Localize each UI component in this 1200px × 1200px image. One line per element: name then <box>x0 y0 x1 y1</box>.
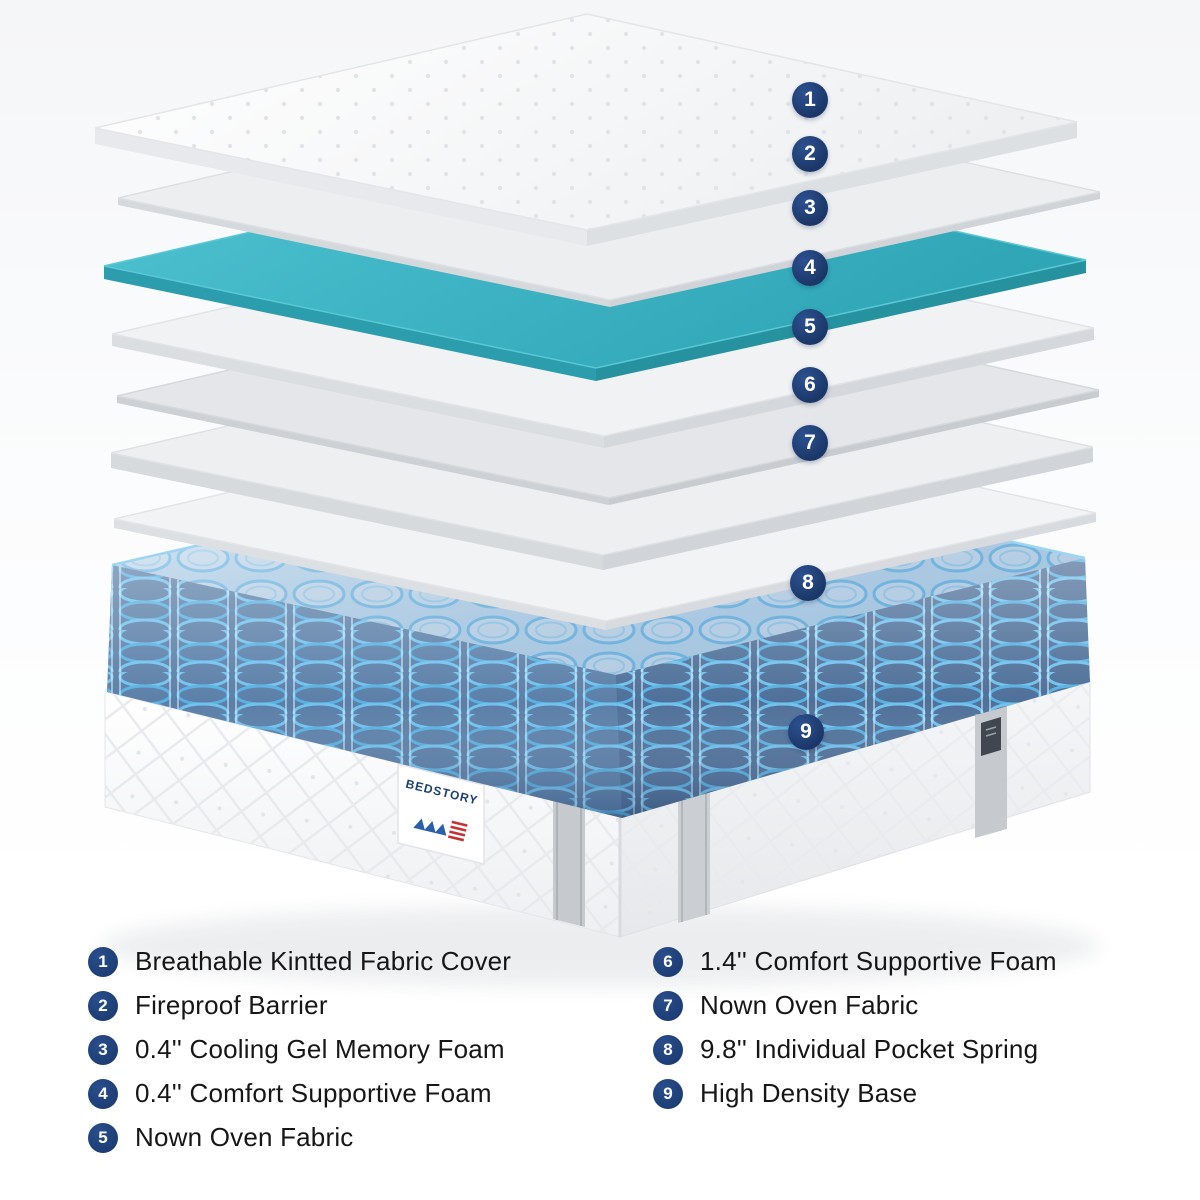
legend-label-2: Fireproof Barrier <box>135 990 328 1020</box>
legend-column-left: 1 Breathable Kintted Fabric Cover 2 Fire… <box>88 946 653 1166</box>
diagram-badge-8: 8 <box>790 565 826 601</box>
legend-badge-6: 6 <box>653 946 683 977</box>
diagram-badge-5: 5 <box>792 309 828 345</box>
legend-badge-9: 9 <box>653 1078 683 1109</box>
legend-label-9: High Density Base <box>700 1078 918 1108</box>
brand-tag <box>981 717 1001 756</box>
legend-label-1: Breathable Kintted Fabric Cover <box>135 946 512 976</box>
legend-badge-8: 8 <box>653 1034 683 1065</box>
legend-item-4: 4 0.4'' Comfort Supportive Foam <box>88 1078 653 1109</box>
legend-label-3: 0.4'' Cooling Gel Memory Foam <box>135 1034 505 1064</box>
legend-badge-2: 2 <box>88 990 118 1021</box>
legend-label-4: 0.4'' Comfort Supportive Foam <box>135 1078 492 1108</box>
legend-badge-3: 3 <box>88 1034 118 1065</box>
diagram-badge-9: 9 <box>788 714 824 750</box>
diagram-badge-4: 4 <box>792 250 828 286</box>
legend-label-7: Nown Oven Fabric <box>700 990 919 1020</box>
legend: 1 Breathable Kintted Fabric Cover 2 Fire… <box>88 946 1200 1166</box>
legend-label-5: Nown Oven Fabric <box>135 1122 354 1152</box>
legend-item-8: 8 9.8'' Individual Pocket Spring <box>653 1034 1200 1065</box>
diagram-badge-3: 3 <box>792 190 828 226</box>
legend-label-8: 9.8'' Individual Pocket Spring <box>700 1034 1039 1064</box>
diagram-badge-1: 1 <box>792 82 828 118</box>
tape-strip-middle <box>678 790 710 923</box>
legend-badge-5: 5 <box>88 1122 118 1153</box>
legend-item-6: 6 1.4'' Comfort Supportive Foam <box>653 946 1200 977</box>
brand-flag-icon <box>413 818 468 842</box>
tape-strip-right <box>975 705 1007 838</box>
brand-label-patch: BEDSTORY <box>397 763 485 865</box>
legend-badge-7: 7 <box>653 990 683 1021</box>
legend-label-6: 1.4'' Comfort Supportive Foam <box>700 946 1057 976</box>
legend-item-5: 5 Nown Oven Fabric <box>88 1122 653 1153</box>
diagram-badge-7: 7 <box>792 425 828 461</box>
tape-strip-left <box>553 797 585 927</box>
legend-badge-4: 4 <box>88 1078 118 1109</box>
diagram-badge-2: 2 <box>792 136 828 172</box>
legend-item-1: 1 Breathable Kintted Fabric Cover <box>88 946 653 977</box>
legend-item-7: 7 Nown Oven Fabric <box>653 990 1200 1021</box>
legend-item-9: 9 High Density Base <box>653 1078 1200 1109</box>
diagram-badge-6: 6 <box>792 367 828 403</box>
ground-shadow <box>100 906 1100 986</box>
layer-1-fabric-cover <box>94 13 1078 246</box>
legend-item-3: 3 0.4'' Cooling Gel Memory Foam <box>88 1034 653 1065</box>
legend-column-right: 6 1.4'' Comfort Supportive Foam 7 Nown O… <box>653 946 1200 1166</box>
legend-item-2: 2 Fireproof Barrier <box>88 990 653 1021</box>
legend-badge-1: 1 <box>88 946 118 977</box>
